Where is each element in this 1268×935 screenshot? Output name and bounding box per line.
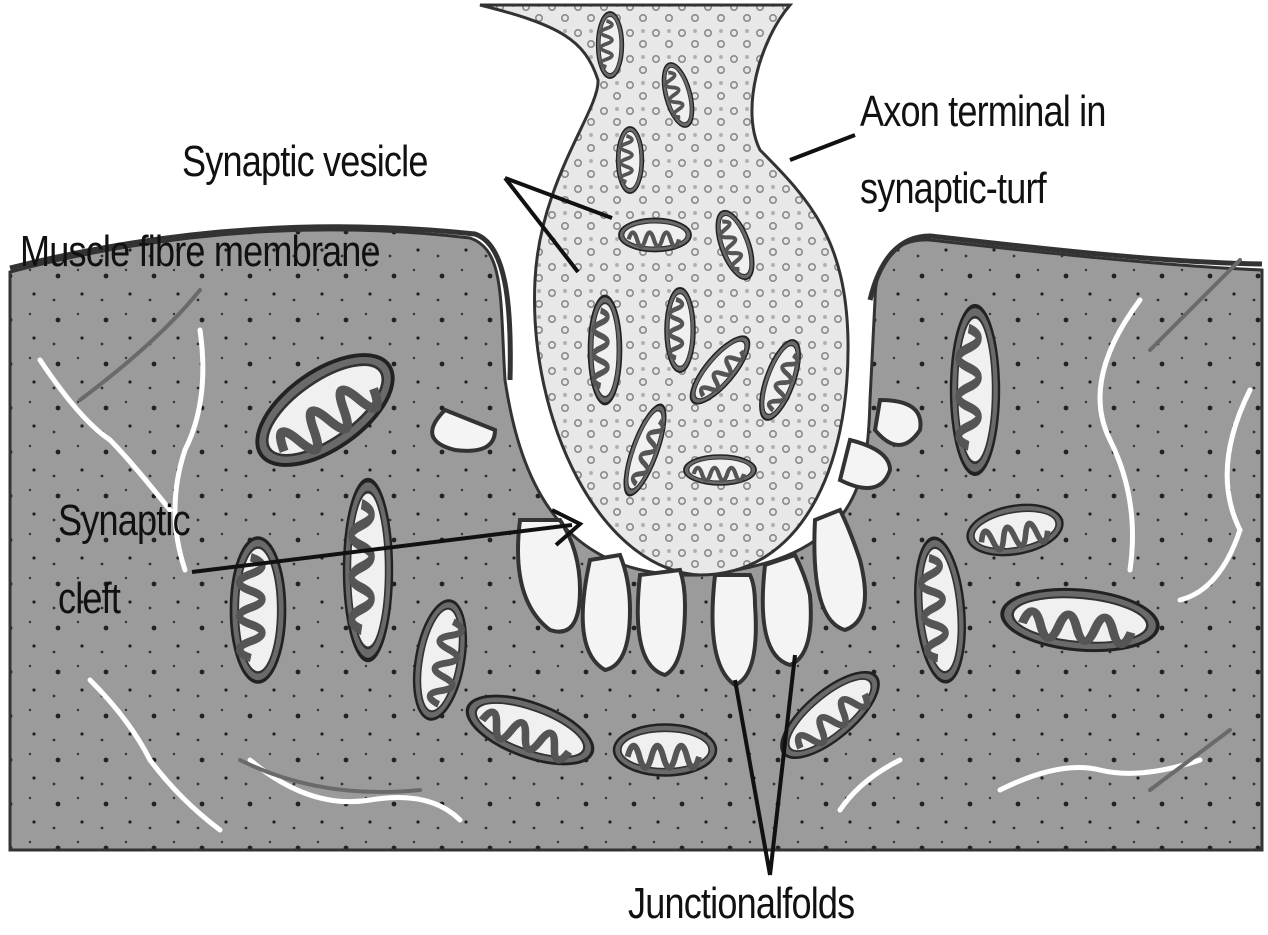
axon-terminal-label-line1: Axon terminal in — [860, 88, 1106, 136]
synaptic-vesicle-label: Synaptic vesicle — [182, 138, 428, 186]
muscle-fibre-membrane-label: Muscle fibre membrane — [20, 228, 380, 276]
axon-terminal-label-line2: synaptic-turf — [860, 165, 1046, 213]
leader-axon-terminal — [790, 135, 855, 160]
synaptic-cleft-label-line1: Synaptic — [58, 497, 190, 545]
junctional-folds-label: Junctionalfolds — [628, 880, 854, 928]
synaptic-cleft-label-line2: cleft — [58, 575, 120, 623]
